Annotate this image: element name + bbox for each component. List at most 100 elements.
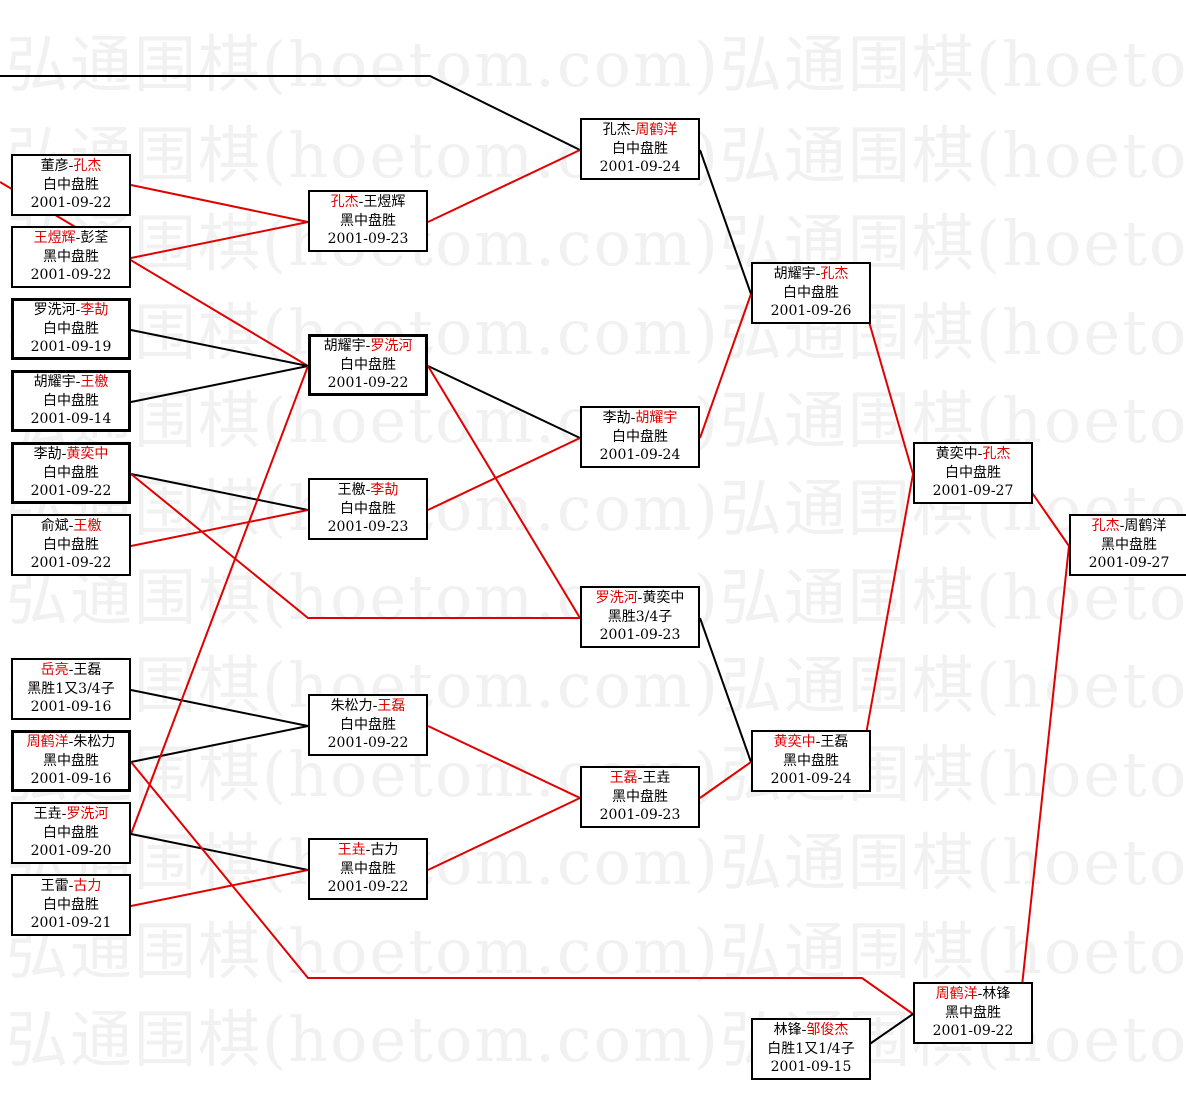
game-date: 2001-09-26 xyxy=(770,303,852,319)
connector-line xyxy=(427,365,581,439)
game-result: 白中盘胜 xyxy=(43,824,99,841)
connector-line xyxy=(130,329,309,367)
player-black: 孔杰 xyxy=(602,122,631,138)
players-separator: - xyxy=(75,230,81,246)
players-line: 孔杰-周鹤洋 xyxy=(582,121,698,140)
connector-line xyxy=(1018,545,1070,1015)
players-line: 罗洗河-李劼 xyxy=(14,301,128,320)
game-result: 白中盘胜 xyxy=(340,356,396,373)
game-result: 黑中盘胜 xyxy=(43,248,99,265)
players-separator: - xyxy=(68,662,74,678)
players-separator: - xyxy=(365,482,371,498)
game-result: 黑中盘胜 xyxy=(612,788,668,805)
game-date: 2001-09-15 xyxy=(770,1059,852,1075)
game-date: 2001-09-22 xyxy=(30,555,112,571)
player-black: 孔杰 xyxy=(330,194,359,210)
connector-line xyxy=(427,437,581,511)
players-separator: - xyxy=(637,770,643,786)
players-separator: - xyxy=(358,194,364,210)
player-white: 王磊 xyxy=(377,698,406,714)
connector-line xyxy=(427,797,581,871)
connector-line xyxy=(130,365,309,403)
player-white: 孔杰 xyxy=(982,446,1011,462)
connector-line xyxy=(860,473,914,763)
players-line: 周鹤洋-朱松力 xyxy=(14,733,128,752)
players-separator: - xyxy=(68,518,74,534)
game-result: 白中盘胜 xyxy=(43,176,99,193)
game-result: 黑胜1又3/4子 xyxy=(27,680,115,697)
player-white: 李劼 xyxy=(370,482,399,498)
game-box[interactable]: 董彦-孔杰白中盘胜 2001-09-22 xyxy=(11,154,131,216)
players-line: 董彦-孔杰 xyxy=(13,157,129,176)
game-result: 白中盘胜 xyxy=(43,464,99,481)
players-separator: - xyxy=(365,338,371,354)
game-result: 黑胜3/4子 xyxy=(607,608,673,625)
game-date: 2001-09-22 xyxy=(327,879,409,895)
player-white: 朱松力 xyxy=(73,734,116,750)
connector-line xyxy=(699,149,752,295)
player-black: 王雷 xyxy=(40,878,69,894)
game-date: 2001-09-22 xyxy=(30,195,112,211)
player-white: 古力 xyxy=(73,878,102,894)
connector-line xyxy=(130,689,309,727)
players-line: 王檄-李劼 xyxy=(310,481,426,500)
player-white: 王檄 xyxy=(80,374,109,390)
players-line: 胡耀宇-王檄 xyxy=(14,373,128,392)
connector-line xyxy=(130,833,309,871)
player-white: 王垚 xyxy=(642,770,671,786)
players-separator: - xyxy=(815,734,821,750)
player-black: 周鹤洋 xyxy=(26,734,69,750)
game-result: 白中盘胜 xyxy=(43,896,99,913)
player-white: 黄奕中 xyxy=(642,590,685,606)
players-line: 黄奕中-王磊 xyxy=(753,733,869,752)
game-result: 白中盘胜 xyxy=(783,284,839,301)
players-separator: - xyxy=(977,986,983,1002)
connector-line xyxy=(699,617,752,763)
connector-line xyxy=(699,761,752,799)
player-black: 王垚 xyxy=(33,806,62,822)
connector-line xyxy=(0,75,581,151)
game-result: 白中盘胜 xyxy=(43,392,99,409)
player-black: 周鹤洋 xyxy=(935,986,978,1002)
game-date: 2001-09-24 xyxy=(599,159,681,175)
game-date: 2001-09-24 xyxy=(599,447,681,463)
game-result: 白中盘胜 xyxy=(612,140,668,157)
player-white: 王磊 xyxy=(73,662,102,678)
player-black: 罗洗河 xyxy=(33,302,76,318)
connector-line xyxy=(699,293,752,439)
game-box[interactable]: 孔杰-周鹤洋白中盘胜 2001-09-24 xyxy=(580,118,700,180)
player-white: 罗洗河 xyxy=(66,806,109,822)
connector-line xyxy=(130,473,309,511)
connector-line xyxy=(427,725,581,799)
game-date: 2001-09-16 xyxy=(30,699,112,715)
player-black: 罗洗河 xyxy=(595,590,638,606)
players-line: 孔杰-周鹤洋 xyxy=(1071,517,1186,536)
players-line: 俞斌-王檄 xyxy=(13,517,129,536)
connector-line xyxy=(130,365,309,835)
player-white: 邹俊杰 xyxy=(806,1022,849,1038)
